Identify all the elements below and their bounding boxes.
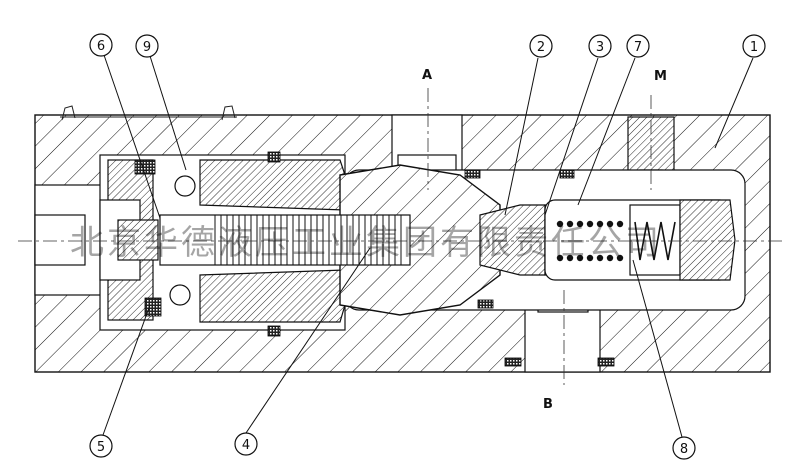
spool-sleeve <box>199 159 501 323</box>
left-retainer <box>99 159 159 321</box>
spring-coil <box>586 254 594 262</box>
spring-coil <box>556 220 564 228</box>
callout-3-text: 3 <box>596 40 604 55</box>
callout-5: 5 <box>89 434 113 458</box>
callout-2: 2 <box>529 34 553 58</box>
spring-coil <box>566 220 574 228</box>
callout-9-text: 9 <box>143 40 151 55</box>
spool-stem <box>159 214 411 266</box>
spring-coil <box>606 254 614 262</box>
spring-coil <box>596 220 604 228</box>
callout-9: 9 <box>135 34 159 58</box>
port-a-label: A <box>422 68 432 83</box>
callout-3: 3 <box>588 34 612 58</box>
leader-lines <box>102 54 754 438</box>
callout-8: 8 <box>672 436 696 460</box>
port-b-label: B <box>543 397 553 412</box>
callout-4: 4 <box>234 432 258 456</box>
callout-5-text: 5 <box>97 440 105 455</box>
spring-coil <box>616 220 624 228</box>
spring-coil <box>566 254 574 262</box>
springs <box>556 220 676 262</box>
callout-6-text: 6 <box>97 39 105 54</box>
callout-1: 1 <box>742 34 766 58</box>
spring-coil <box>596 254 604 262</box>
spring-coil <box>556 254 564 262</box>
spring-coil <box>616 254 624 262</box>
spring-coil <box>586 220 594 228</box>
callout-4-text: 4 <box>242 438 250 453</box>
spool-ribs <box>214 215 402 265</box>
left-stub-inner <box>34 214 86 266</box>
callout-7: 7 <box>626 34 650 58</box>
body-pins <box>60 105 237 121</box>
watermark-text: 北京华德液压工业集团有限责任公司 <box>70 223 662 263</box>
callout-7-text: 7 <box>634 40 642 55</box>
callout-1-text: 1 <box>750 40 758 55</box>
spring-coil <box>576 220 584 228</box>
spring-coil <box>606 220 614 228</box>
callout-6: 6 <box>89 33 113 57</box>
callout-2-text: 2 <box>537 40 545 55</box>
seals <box>134 151 615 367</box>
conical-spring <box>634 221 676 261</box>
callout-8-text: 8 <box>680 442 688 457</box>
port-m-label: M <box>654 69 667 84</box>
spring-coil <box>576 254 584 262</box>
